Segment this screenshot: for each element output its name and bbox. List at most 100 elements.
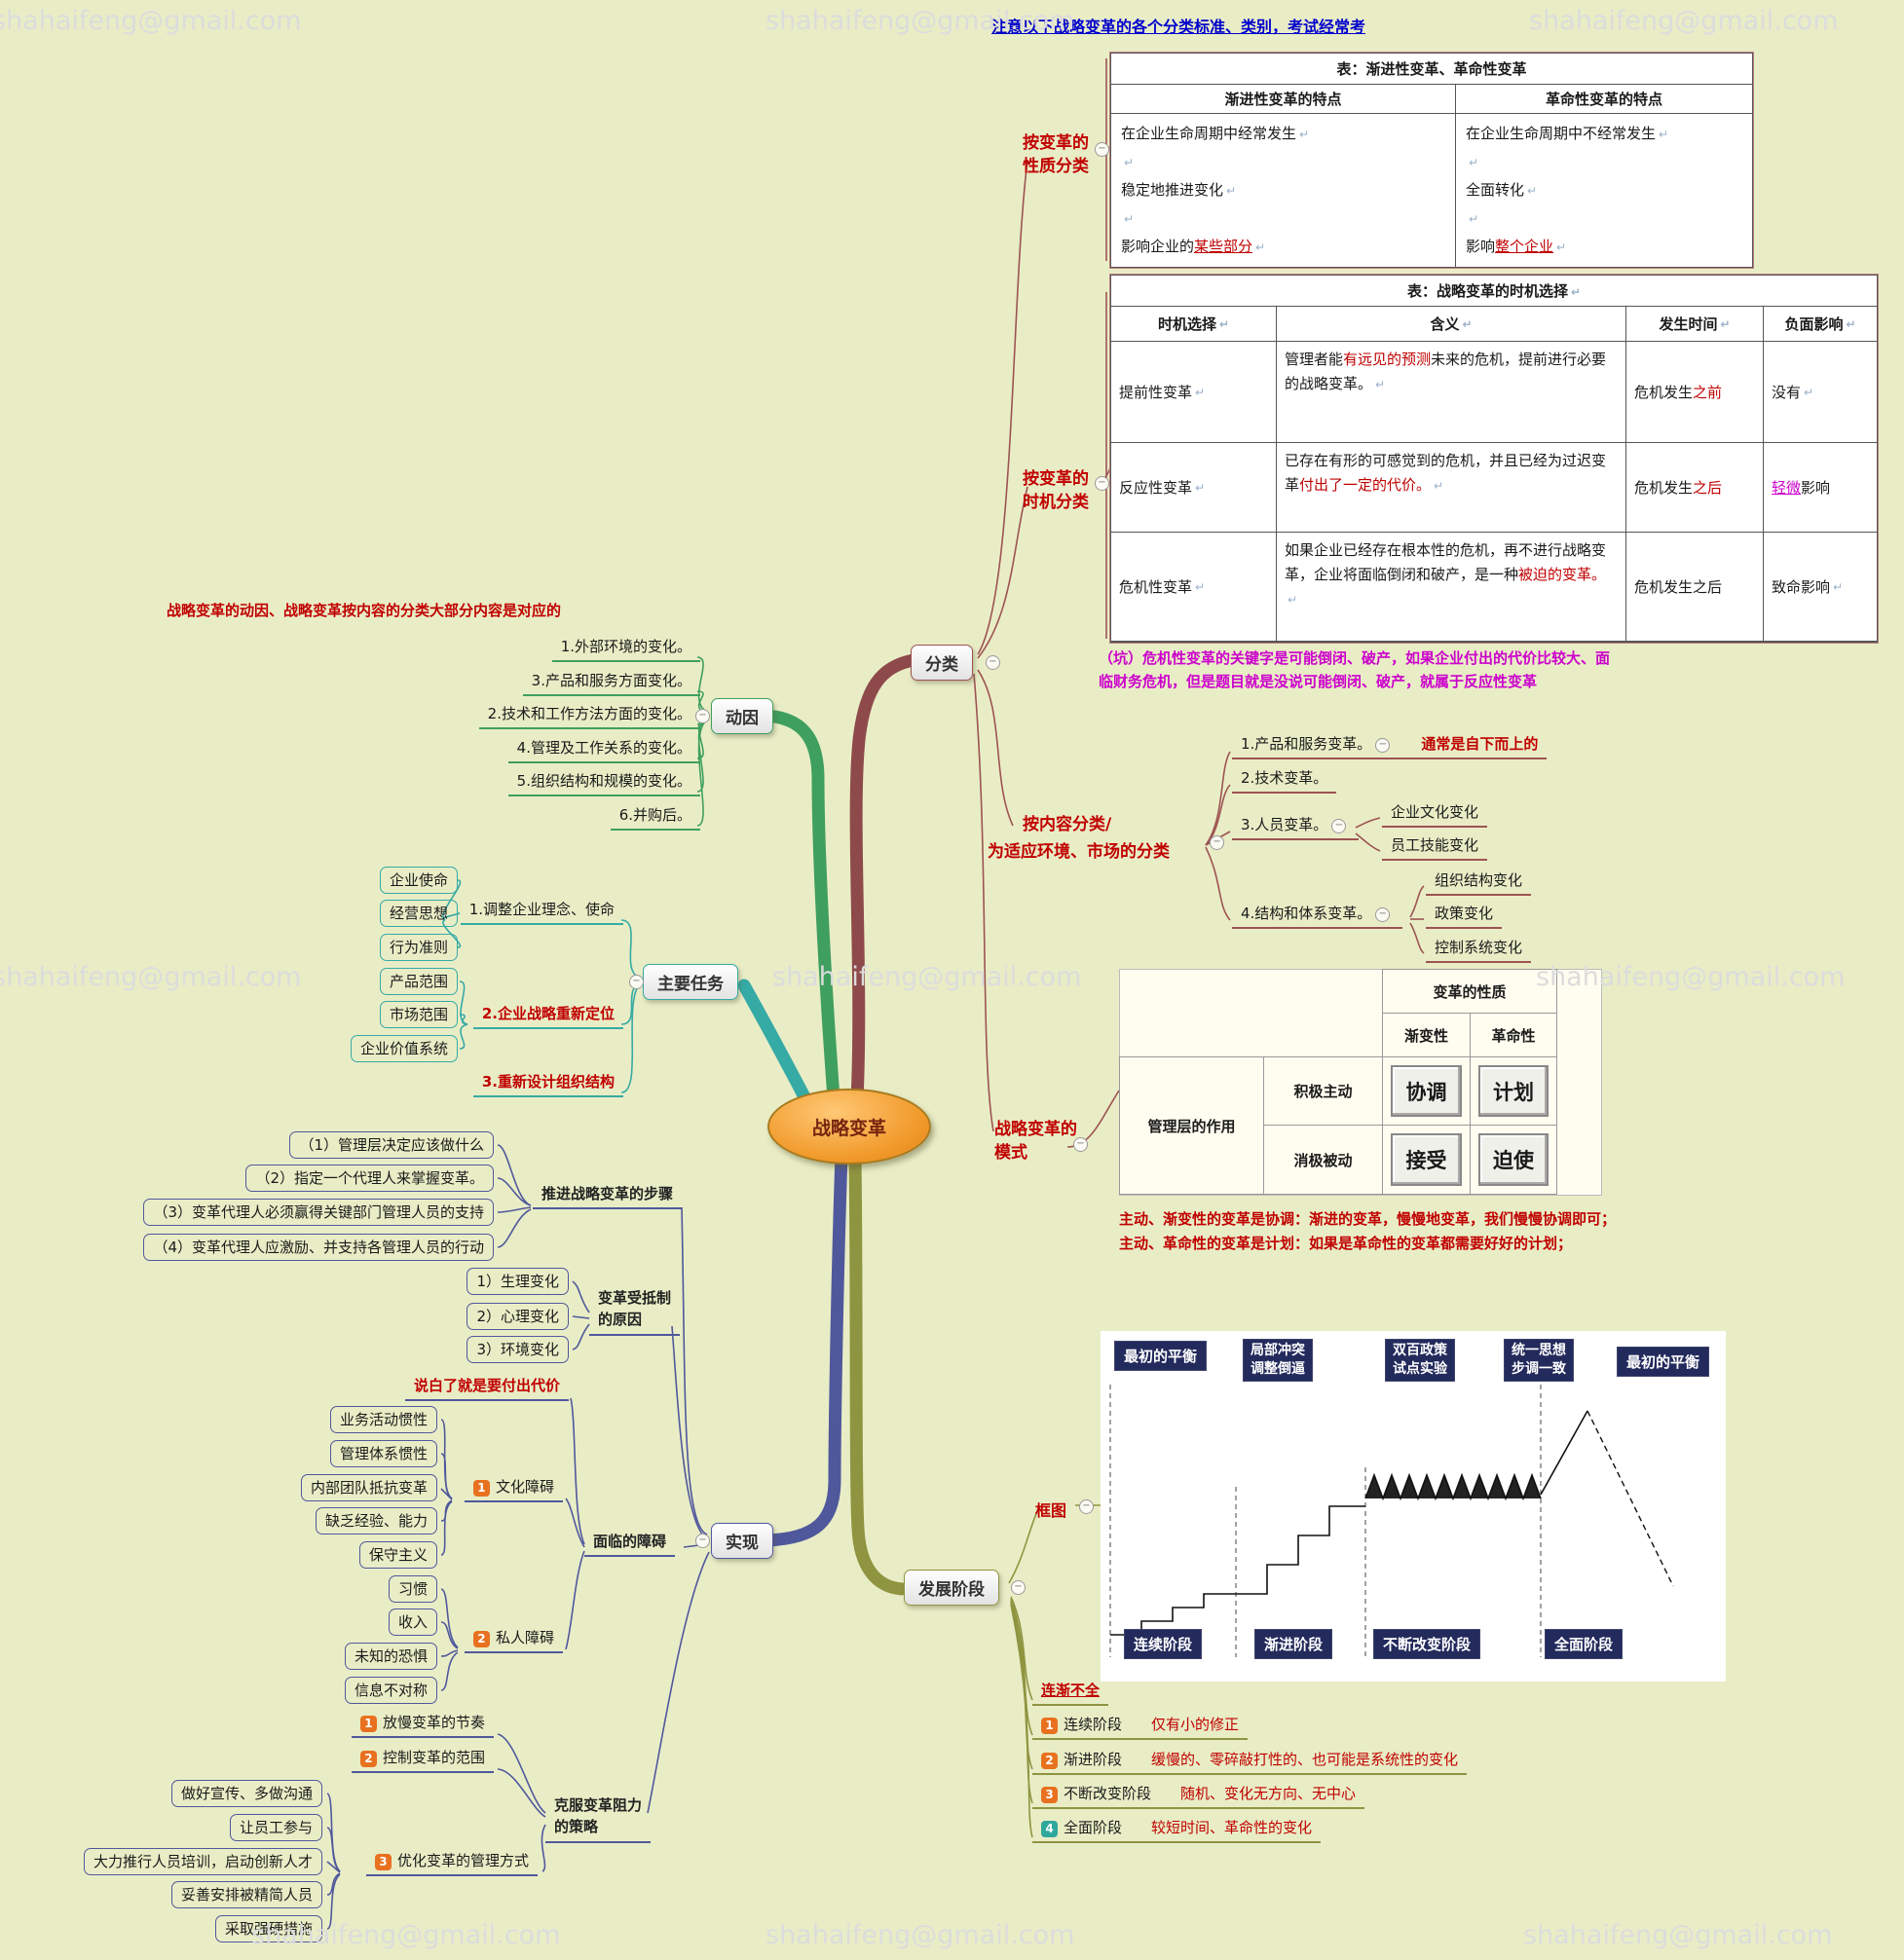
collapse-icon[interactable]: − bbox=[1375, 907, 1391, 922]
mode-note: 主动、渐变性的变革是协调：渐进的变革，慢慢地变革，我们慢慢协调即可； 主动、革命… bbox=[1119, 1210, 1617, 1252]
collapse-icon[interactable]: − bbox=[1331, 819, 1347, 833]
collapse-icon[interactable]: − bbox=[1210, 835, 1224, 850]
cultural-obstacle-item[interactable]: 保守主义 bbox=[358, 1541, 437, 1569]
task-subitem[interactable]: 企业使命 bbox=[379, 867, 458, 894]
collapse-icon[interactable]: − bbox=[629, 975, 644, 989]
collapse-icon[interactable]: − bbox=[1011, 1580, 1026, 1595]
task-item-3[interactable]: 3.重新设计组织结构 bbox=[472, 1069, 623, 1097]
mode-matrix: 变革的性质 渐变性 革命性 管理层的作用 积极主动 协调 计划 消极被动 接受 … bbox=[1119, 969, 1602, 1196]
steps-label[interactable]: 推进战略变革的步骤 bbox=[532, 1181, 682, 1209]
cultural-obstacle-item[interactable]: 管理体系惯性 bbox=[329, 1440, 437, 1467]
stage-top-label: 最初的平衡 bbox=[1617, 1347, 1710, 1377]
label-by-content-1[interactable]: 按内容分类/ bbox=[1023, 815, 1112, 834]
table-cell-revolutionary: 在企业生命周期中不经常发生↵ ↵ 全面转化↵ ↵ 影响整个企业↵ bbox=[1466, 125, 1669, 255]
collapse-icon[interactable]: − bbox=[1079, 1499, 1094, 1514]
label-by-timing[interactable]: 按变革的时机分类 bbox=[1023, 469, 1089, 512]
central-topic[interactable]: 战略变革 bbox=[767, 1089, 931, 1165]
cultural-obstacle-item[interactable]: 内部团队抵抗变革 bbox=[300, 1474, 437, 1501]
task-subitem[interactable]: 企业价值系统 bbox=[350, 1035, 458, 1062]
step-item[interactable]: （4）变革代理人应激励、并支持各管理人员的行动 bbox=[143, 1234, 494, 1261]
content-subitem[interactable]: 控制系统变化 bbox=[1426, 935, 1532, 963]
label-frame-diagram[interactable]: 框图 bbox=[1035, 1501, 1067, 1520]
cause-item[interactable]: 2.技术和工作方法方面的变化。 bbox=[478, 701, 700, 729]
task-subitem[interactable]: 产品范围 bbox=[379, 968, 458, 995]
content-item-structure[interactable]: 4.结构和体系变革。− bbox=[1232, 901, 1403, 929]
collapse-icon[interactable]: − bbox=[695, 709, 710, 723]
row-meaning: 已存在有形的可感觉到的危机，并且已经为过迟变革付出了一定的代价。↵ bbox=[1277, 443, 1626, 533]
collapse-icon[interactable]: − bbox=[1073, 1137, 1088, 1152]
collapse-icon[interactable]: − bbox=[986, 655, 1000, 670]
task-item-2[interactable]: 2.企业战略重新定位 bbox=[472, 1001, 623, 1029]
collapse-icon[interactable]: − bbox=[1095, 476, 1109, 491]
personal-obstacle-item[interactable]: 信息不对称 bbox=[344, 1677, 437, 1704]
content-subitem[interactable]: 员工技能变化 bbox=[1382, 832, 1488, 861]
label-by-content-2[interactable]: 为适应环境、市场的分类 bbox=[988, 842, 1170, 862]
stage-diagram: 最初的平衡 局部冲突调整倒逼 双百政策试点实验 统一思想步调一致 最初的平衡 连… bbox=[1101, 1331, 1726, 1682]
stage-bottom-label: 连续阶段 bbox=[1124, 1629, 1203, 1659]
collapse-icon[interactable]: − bbox=[1375, 738, 1391, 753]
content-item-products[interactable]: 1.产品和服务变革。−通常是自下而上的 bbox=[1232, 731, 1548, 759]
row-impact: 没有↵ bbox=[1764, 342, 1877, 443]
label-change-mode[interactable]: 战略变革的模式 bbox=[994, 1120, 1077, 1163]
column-header: 负面影响↵ bbox=[1764, 307, 1877, 342]
obstacles-label[interactable]: 面临的障碍 bbox=[584, 1529, 676, 1557]
content-subitem[interactable]: 组织结构变化 bbox=[1426, 868, 1532, 896]
cultural-obstacle-item[interactable]: 缺乏经验、能力 bbox=[315, 1507, 437, 1535]
personal-obstacle-item[interactable]: 未知的恐惧 bbox=[344, 1643, 437, 1670]
optimize-item[interactable]: 妥善安排被精简人员 bbox=[170, 1881, 322, 1908]
row-name: 危机性变革↵ bbox=[1111, 533, 1277, 642]
personal-obstacle-item[interactable]: 习惯 bbox=[388, 1575, 437, 1603]
step-item[interactable]: （3）变革代理人必须赢得关键部门管理人员的支持 bbox=[143, 1199, 494, 1226]
personal-obstacle-item[interactable]: 收入 bbox=[388, 1609, 437, 1636]
optimize-item[interactable]: 做好宣传、多做沟通 bbox=[170, 1780, 322, 1807]
cause-item[interactable]: 4.管理及工作关系的变化。 bbox=[507, 735, 700, 763]
matrix-col-revolutionary: 革命性 bbox=[1470, 1013, 1557, 1057]
optimize-item[interactable]: 大力推行人员培训，启动创新人才 bbox=[83, 1848, 322, 1875]
cause-item[interactable]: 6.并购后。 bbox=[610, 802, 700, 831]
cause-item[interactable]: 3.产品和服务方面变化。 bbox=[522, 668, 700, 696]
step-item[interactable]: （1）管理层决定应该做什么 bbox=[289, 1131, 494, 1159]
stage-bottom-label: 渐进阶段 bbox=[1254, 1629, 1333, 1659]
optimize-item[interactable]: 让员工参与 bbox=[229, 1814, 322, 1841]
matrix-cell-plan: 计划 bbox=[1478, 1065, 1549, 1117]
step-item[interactable]: （2）指定一个代理人来掌握变革。 bbox=[245, 1165, 494, 1192]
task-subitem[interactable]: 经营思想 bbox=[379, 900, 458, 927]
content-item-people[interactable]: 3.人员变革。− bbox=[1232, 812, 1360, 840]
branch-node-implementation[interactable]: 实现 bbox=[711, 1523, 773, 1559]
resistance-item[interactable]: 2）心理变化 bbox=[467, 1303, 569, 1330]
overcome-label[interactable]: 克服变革阻力的策略 bbox=[545, 1793, 652, 1843]
cause-item[interactable]: 1.外部环境的变化。 bbox=[551, 634, 700, 662]
cause-item[interactable]: 5.组织结构和规模的变化。 bbox=[507, 768, 700, 796]
branch-node-causes[interactable]: 动因 bbox=[711, 698, 773, 734]
pitfall-note: （坑）危机性变革的关键字是可能倒闭、破产，如果企业付出的代价比较大、面临财务危机… bbox=[1099, 649, 1611, 690]
optimize-item[interactable]: 采取强硬措施 bbox=[214, 1915, 322, 1942]
branch-node-classification[interactable]: 分类 bbox=[911, 645, 973, 681]
branch-node-stages[interactable]: 发展阶段 bbox=[904, 1570, 999, 1606]
branch-node-main-tasks[interactable]: 主要任务 bbox=[643, 964, 738, 1000]
content-subitem[interactable]: 政策变化 bbox=[1426, 901, 1503, 929]
content-subitem[interactable]: 企业文化变化 bbox=[1382, 799, 1488, 828]
task-subitem[interactable]: 行为准则 bbox=[379, 934, 458, 961]
row-meaning: 管理者能有远见的预测未来的危机，提前进行必要的战略变革。↵ bbox=[1277, 342, 1626, 443]
collapse-icon[interactable]: − bbox=[695, 1534, 710, 1548]
row-name: 提前性变革↵ bbox=[1111, 342, 1277, 443]
task-item-1[interactable]: 1.调整企业理念、使命 bbox=[460, 897, 623, 925]
resistance-item[interactable]: 3）环境变化 bbox=[467, 1336, 569, 1363]
resistance-item[interactable]: 1）生理变化 bbox=[467, 1268, 569, 1295]
collapse-icon[interactable]: − bbox=[1095, 142, 1109, 157]
task-subitem[interactable]: 市场范围 bbox=[379, 1001, 458, 1028]
label-by-nature[interactable]: 按变革的性质分类 bbox=[1023, 133, 1089, 176]
resistance-label[interactable]: 变革受抵制的原因 bbox=[589, 1285, 681, 1336]
content-item-technology[interactable]: 2.技术变革。 bbox=[1232, 765, 1337, 794]
cultural-obstacle-item[interactable]: 业务活动惯性 bbox=[329, 1406, 437, 1433]
